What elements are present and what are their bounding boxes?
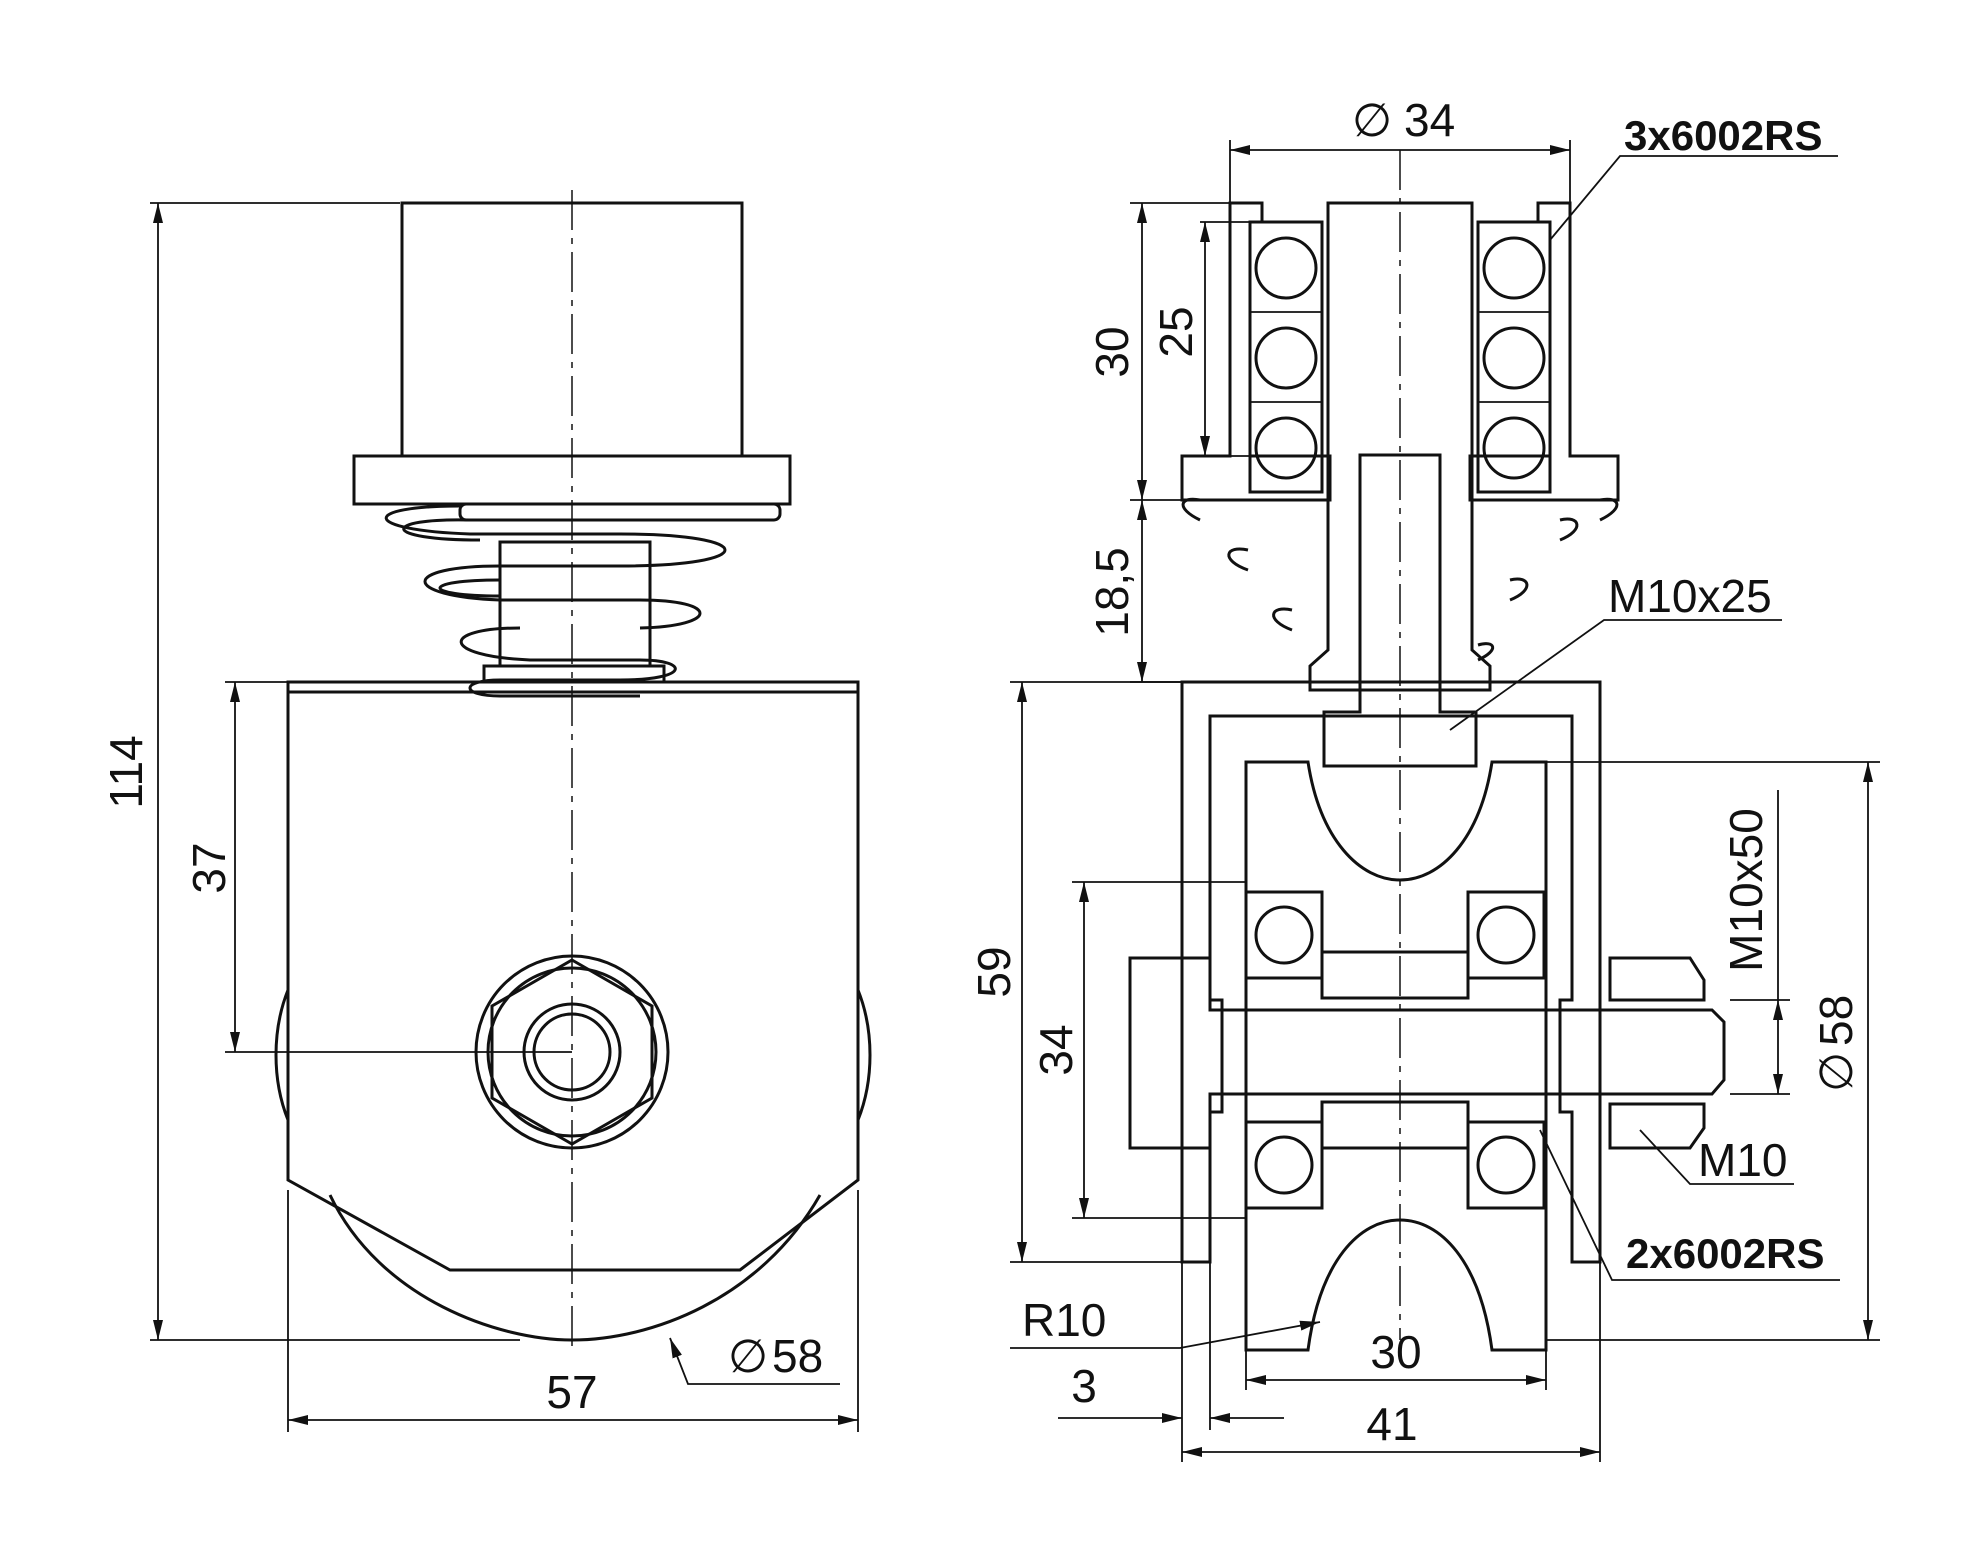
wheel-right-bulge (856, 989, 872, 1121)
left-view: 114 37 57 ∅ 58 (100, 190, 872, 1432)
top-housing-right (1468, 201, 1620, 502)
wheel-bearings-label: 2x6002RS (1626, 1230, 1825, 1277)
spring-right (1181, 497, 1619, 662)
dim-wall: 3 (1071, 1360, 1097, 1412)
top-bearings (1248, 220, 1552, 494)
dim-spring-gap: 18,5 (1086, 547, 1138, 637)
wheel-left-bulge (274, 989, 290, 1121)
bracket (1180, 680, 1602, 1264)
spacer-sleeve-lower (1320, 1100, 1470, 1150)
leader-m10x25 (1449, 619, 1782, 731)
top-screw (1322, 453, 1478, 768)
top-housing-left (1180, 201, 1332, 502)
dim-total-width: 41 (1366, 1398, 1417, 1450)
dim-top-diameter: 34 (1404, 94, 1455, 146)
top-bearings-label: 3x6002RS (1624, 112, 1823, 159)
nut-label: M10 (1698, 1134, 1787, 1186)
wheel-bearings (1244, 890, 1546, 1210)
dia-symbol-top: ∅ (1352, 94, 1392, 146)
leader-m10 (1639, 1129, 1794, 1185)
axle-nut-section (1608, 956, 1706, 1002)
top-shaft (1308, 201, 1492, 692)
axle (1128, 956, 1726, 1150)
top-screw-label: M10x25 (1608, 570, 1772, 622)
dim-housing-height: 37 (183, 842, 235, 893)
flange-washer (458, 502, 782, 522)
leader-dia58-left (669, 1337, 840, 1385)
dim-width: 57 (546, 1366, 597, 1418)
dim-bearing-span: 34 (1030, 1024, 1082, 1075)
axle-nut-section-lower (1608, 1102, 1706, 1150)
spindle (498, 540, 652, 668)
leader-r10 (1010, 1320, 1321, 1349)
dim-top-height: 30 (1086, 326, 1138, 377)
dim-bracket-height: 59 (968, 946, 1020, 997)
dia-symbol-left: ∅ (728, 1330, 768, 1382)
leader-wheel-bearings (1539, 1129, 1840, 1281)
spacer-sleeve (1320, 950, 1470, 1000)
right-view: ∅ 34 3x6002RS 30 25 18,5 M10x25 59 34 (968, 94, 1880, 1462)
dim-wheel-diameter-right: 58 (1810, 995, 1862, 1046)
dim-bearing-stack: 25 (1150, 306, 1202, 357)
dim-overall-height: 114 (100, 735, 152, 808)
housing (286, 680, 860, 1272)
dim-groove-width: 30 (1370, 1326, 1421, 1378)
wheel-bottom (328, 1194, 822, 1342)
wheel-body (1244, 760, 1548, 1352)
axle-screw-label: M10x50 (1720, 808, 1772, 972)
dia-symbol-right: ∅ (1810, 1052, 1862, 1092)
dim-wheel-diameter-left: 58 (772, 1330, 823, 1382)
radius-label: R10 (1022, 1294, 1106, 1346)
leader-top-bearings (1549, 155, 1838, 241)
